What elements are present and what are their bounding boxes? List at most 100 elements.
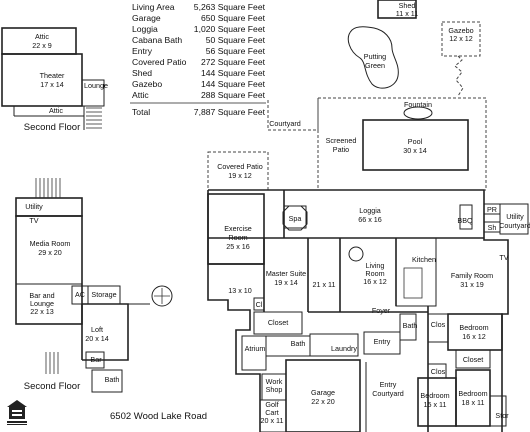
gazebo-size: 12 x 12: [449, 34, 473, 43]
screened-label: Screened: [326, 136, 357, 145]
dims-13x10: 13 x 10: [228, 286, 252, 295]
area-row-name: Living Area: [132, 2, 175, 12]
covered-patio-size: 19 x 12: [228, 171, 252, 180]
cl-label: Cl: [256, 300, 263, 309]
area-row-value: 288 Square Feet: [201, 90, 266, 100]
outdoor-features: Shed 11 x 11 Gazebo 12 x 12 Putting Gree…: [347, 0, 481, 97]
area-table: Living Area 5,263 Square Feet Garage 650…: [130, 2, 266, 117]
family-size: 31 x 19: [460, 280, 484, 289]
sh-label: Sh: [488, 223, 497, 232]
garage-size: 22 x 20: [311, 397, 335, 406]
tv-left-label: TV: [29, 216, 38, 225]
shed-label: Shed: [399, 1, 416, 10]
screened-label-2: Patio: [333, 145, 349, 154]
second-floor-title-top: Second Floor: [24, 122, 81, 133]
area-row-value: 272 Square Feet: [201, 57, 266, 67]
patio-pool-area: Courtyard Fountain Pool 30 x 14 Screened…: [207, 97, 487, 191]
entry-label: Entry: [374, 337, 391, 346]
fountain-label: Fountain: [404, 100, 432, 109]
shed-size: 11 x 11: [396, 9, 419, 18]
exercise-label-2: Room: [228, 233, 247, 242]
spa-label: Spa: [289, 214, 302, 223]
bar-lounge-label-2: Lounge: [30, 299, 54, 308]
clos-right-2-label: Clos: [431, 367, 446, 376]
pool-size: 30 x 14: [403, 146, 427, 155]
second-floor-lower-plan: Utility TV Media Room 29 x 20 Bar and Lo…: [15, 178, 173, 393]
exercise-label: Exercise: [224, 224, 252, 233]
bar-lounge-label: Bar and: [29, 291, 54, 300]
closet-right-label: Closet: [463, 355, 483, 364]
covered-patio-label: Covered Patio: [217, 162, 263, 171]
utility-left-label: Utility: [25, 202, 43, 211]
loggia-size: 66 x 16: [358, 215, 382, 224]
kitchen-label: Kitchen: [412, 255, 436, 264]
pool-label: Pool: [408, 137, 423, 146]
area-row-name: Gazebo: [132, 79, 162, 89]
tv-right-label: TV: [499, 253, 508, 262]
theater-size: 17 x 14: [40, 80, 64, 89]
loggia-label: Loggia: [359, 206, 381, 215]
golf-cart-label: Golf: [265, 400, 278, 409]
bbq-label: BBQ: [457, 216, 473, 225]
area-row-name: Loggia: [132, 24, 158, 34]
bedroom-1-label: Bedroom: [459, 323, 488, 332]
gazebo-label: Gazebo: [448, 26, 473, 35]
theater-label: Theater: [40, 71, 65, 80]
golf-cart-label-2: Cart: [265, 408, 279, 417]
bedroom-3-label: Bedroom: [458, 389, 487, 398]
living-label-2: Room: [365, 269, 384, 278]
bedroom-2-size: 15 x 11: [423, 400, 446, 409]
bar-lounge-size: 22 x 13: [30, 307, 54, 316]
living-size: 16 x 12: [363, 277, 387, 286]
area-row-name: Shed: [132, 68, 152, 78]
area-row-value: 5,263 Square Feet: [194, 2, 266, 12]
area-row-value: 1,020 Square Feet: [194, 24, 266, 34]
area-row-name: Cabana Bath: [132, 35, 182, 45]
golf-cart-size: 20 x 11: [260, 416, 283, 425]
putting-label: Putting: [364, 52, 386, 61]
area-row-name: Garage: [132, 13, 161, 23]
courtyard-top-label: Courtyard: [269, 119, 301, 128]
bath-left-label: Bath: [105, 375, 120, 384]
area-row-name: Entry: [132, 46, 153, 56]
living-label: Living: [366, 261, 385, 270]
bath-right-label: Bath: [403, 321, 418, 330]
address-label: 6502 Wood Lake Road: [110, 411, 208, 422]
lounge-label: Lounge: [84, 81, 108, 90]
attic-small-label: Attic: [49, 106, 63, 115]
bedroom-1-size: 16 x 12: [462, 332, 486, 341]
media-room-label: Media Room: [30, 239, 71, 248]
closet-label: Closet: [268, 318, 288, 327]
ac-label: AC: [75, 290, 85, 299]
pr-label: PR: [487, 205, 497, 214]
entry-courtyard-label: Entry: [380, 380, 397, 389]
area-row-value: 144 Square Feet: [201, 79, 266, 89]
storage-label: Storage: [91, 290, 116, 299]
second-floor-upper-plan: Attic 22 x 9 Theater 17 x 14 Lounge Atti…: [1, 27, 108, 133]
area-row-name: Attic: [132, 90, 149, 100]
stor-label: Stor: [495, 411, 509, 420]
area-row-value: 650 Square Feet: [201, 13, 266, 23]
garage-label: Garage: [311, 388, 335, 397]
loft-size: 20 x 14: [85, 334, 109, 343]
dims-21x11: 21 x 11: [312, 280, 335, 289]
area-row-value: 50 Square Feet: [206, 35, 266, 45]
attic-top-size: 22 x 9: [32, 41, 52, 50]
second-floor-title-bottom: Second Floor: [24, 381, 81, 392]
bedroom-2-label: Bedroom: [420, 391, 449, 400]
master-label: Master Suite: [266, 269, 306, 278]
media-room-size: 29 x 20: [38, 248, 62, 257]
atrium-label: Atrium: [245, 344, 266, 353]
equal-housing-logo-icon: [6, 399, 28, 427]
entry-courtyard-label-2: Courtyard: [372, 389, 404, 398]
foyer-label: Foyer: [372, 306, 391, 315]
area-total-value: 7,887 Square Feet: [194, 107, 266, 117]
bedroom-3-size: 18 x 11: [461, 398, 484, 407]
area-row-name: Covered Patio: [132, 57, 187, 67]
master-size: 19 x 14: [274, 278, 298, 287]
family-label: Family Room: [451, 271, 493, 280]
bar-small-label: Bar: [90, 355, 102, 364]
workshop-label-2: Shop: [266, 385, 283, 394]
exercise-size: 25 x 16: [226, 242, 250, 251]
